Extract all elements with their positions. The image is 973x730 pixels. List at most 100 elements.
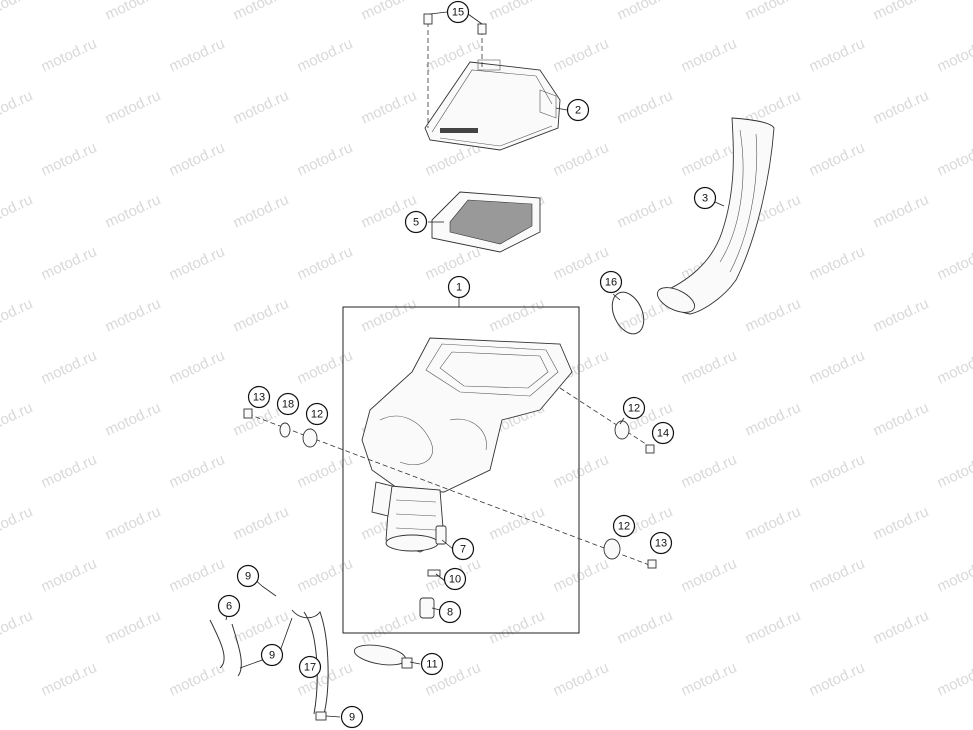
callout-label: 16: [605, 277, 617, 289]
watermark-text: motod.ru: [871, 191, 932, 231]
watermark-text: motod.ru: [39, 659, 100, 699]
callout-7: 7: [451, 537, 475, 561]
callout-label: 13: [655, 538, 667, 550]
callout-label: 9: [349, 712, 355, 724]
callout-10: 10: [443, 567, 467, 591]
callout-circle: [305, 402, 329, 426]
callout-label: 2: [575, 105, 581, 117]
watermark-text: motod.ru: [743, 0, 804, 24]
callout-label: 14: [657, 428, 669, 440]
watermark-text: motod.ru: [679, 451, 740, 491]
callout-9: 9: [340, 705, 364, 729]
watermark-text: motod.ru: [807, 139, 868, 179]
watermark-text: motod.ru: [423, 243, 484, 283]
watermark-text: motod.ru: [551, 659, 612, 699]
watermark-text: motod.ru: [615, 0, 676, 24]
callout-13: 13: [649, 531, 673, 555]
watermark-text: motod.ru: [679, 555, 740, 595]
callout-label: 5: [413, 217, 419, 229]
watermark-text: motod.ru: [231, 87, 292, 127]
watermark-text: motod.ru: [167, 347, 228, 387]
watermark-text: motod.ru: [935, 35, 973, 75]
watermark-text: motod.ru: [231, 607, 292, 647]
watermark-text: motod.ru: [807, 347, 868, 387]
watermark-text: motod.ru: [231, 295, 292, 335]
watermark-text: motod.ru: [807, 659, 868, 699]
callout-circle: [451, 537, 475, 561]
watermark-text: motod.ru: [615, 87, 676, 127]
callout-label: 17: [304, 662, 316, 674]
watermark-text: motod.ru: [231, 191, 292, 231]
callout-circle: [566, 98, 590, 122]
callout-circle: [447, 275, 471, 299]
callout-circle: [217, 594, 241, 618]
callout-label: 9: [269, 650, 275, 662]
callout-circle: [340, 705, 364, 729]
callout-circle: [236, 564, 260, 588]
callout-12: 12: [305, 402, 329, 426]
watermark-text: motod.ru: [935, 451, 973, 491]
watermark-text: motod.ru: [231, 503, 292, 543]
callout-circle: [651, 421, 675, 445]
watermark-text: motod.ru: [39, 35, 100, 75]
airbox-cover-part: [424, 59, 561, 151]
callout-circle: [438, 600, 462, 624]
watermark-text: motod.ru: [871, 503, 932, 543]
watermark-text: motod.ru: [0, 87, 35, 127]
callout-label: 12: [628, 403, 640, 415]
callout-circle: [622, 396, 646, 420]
breather-hoses-6-17-9: [209, 585, 329, 721]
watermark-text: motod.ru: [167, 451, 228, 491]
callout-label: 15: [452, 7, 464, 19]
watermark-text: motod.ru: [103, 503, 164, 543]
watermark-text: motod.ru: [551, 35, 612, 75]
watermark-text: motod.ru: [615, 607, 676, 647]
watermark-text: motod.ru: [487, 503, 548, 543]
callout-circle: [420, 652, 444, 676]
callout-label: 8: [447, 607, 453, 619]
callout-11: 11: [420, 652, 444, 676]
watermark-text: motod.ru: [295, 451, 356, 491]
gasket-ring-part-16: [611, 291, 645, 335]
watermark-text: motod.ru: [871, 295, 932, 335]
intake-tube-part: [656, 117, 775, 315]
watermark-text: motod.ru: [487, 295, 548, 335]
watermark-text: motod.ru: [295, 555, 356, 595]
callout-9: 9: [260, 643, 284, 667]
watermark-text: motod.ru: [0, 399, 35, 439]
watermark-text: motod.ru: [231, 0, 292, 24]
watermark-text: motod.ru: [871, 0, 932, 24]
watermark-text: motod.ru: [103, 399, 164, 439]
callout-1: 1: [447, 275, 471, 299]
watermark-text: motod.ru: [359, 295, 420, 335]
watermark-text: motod.ru: [807, 243, 868, 283]
callout-16: 16: [599, 270, 623, 294]
watermark-text: motod.ru: [295, 139, 356, 179]
callout-circle: [443, 567, 467, 591]
leader-lines: [225, 11, 725, 718]
callout-label: 11: [426, 659, 437, 671]
callout-label: 12: [618, 521, 630, 533]
callout-circle: [446, 0, 470, 24]
callout-2: 2: [566, 98, 590, 122]
watermark-text: motod.ru: [679, 347, 740, 387]
callout-12: 12: [622, 396, 646, 420]
watermark-text: motod.ru: [167, 555, 228, 595]
watermark-text: motod.ru: [167, 659, 228, 699]
watermark-text: motod.ru: [167, 243, 228, 283]
watermark-text: motod.ru: [935, 659, 973, 699]
callout-circle: [276, 392, 300, 416]
watermark-text: motod.ru: [39, 139, 100, 179]
callout-label: 6: [226, 601, 232, 613]
callout-14: 14: [651, 421, 675, 445]
callout-8: 8: [438, 600, 462, 624]
watermark-text: motod.ru: [551, 451, 612, 491]
callout-3: 3: [693, 186, 717, 210]
callout-label: 10: [449, 574, 461, 586]
screw-part-15: [423, 13, 487, 128]
watermark-text: motod.ru: [359, 87, 420, 127]
air-filter-part: [431, 191, 541, 253]
watermark-text: motod.ru: [871, 399, 932, 439]
callout-label: 7: [460, 544, 466, 556]
watermark-text: motod.ru: [103, 0, 164, 24]
